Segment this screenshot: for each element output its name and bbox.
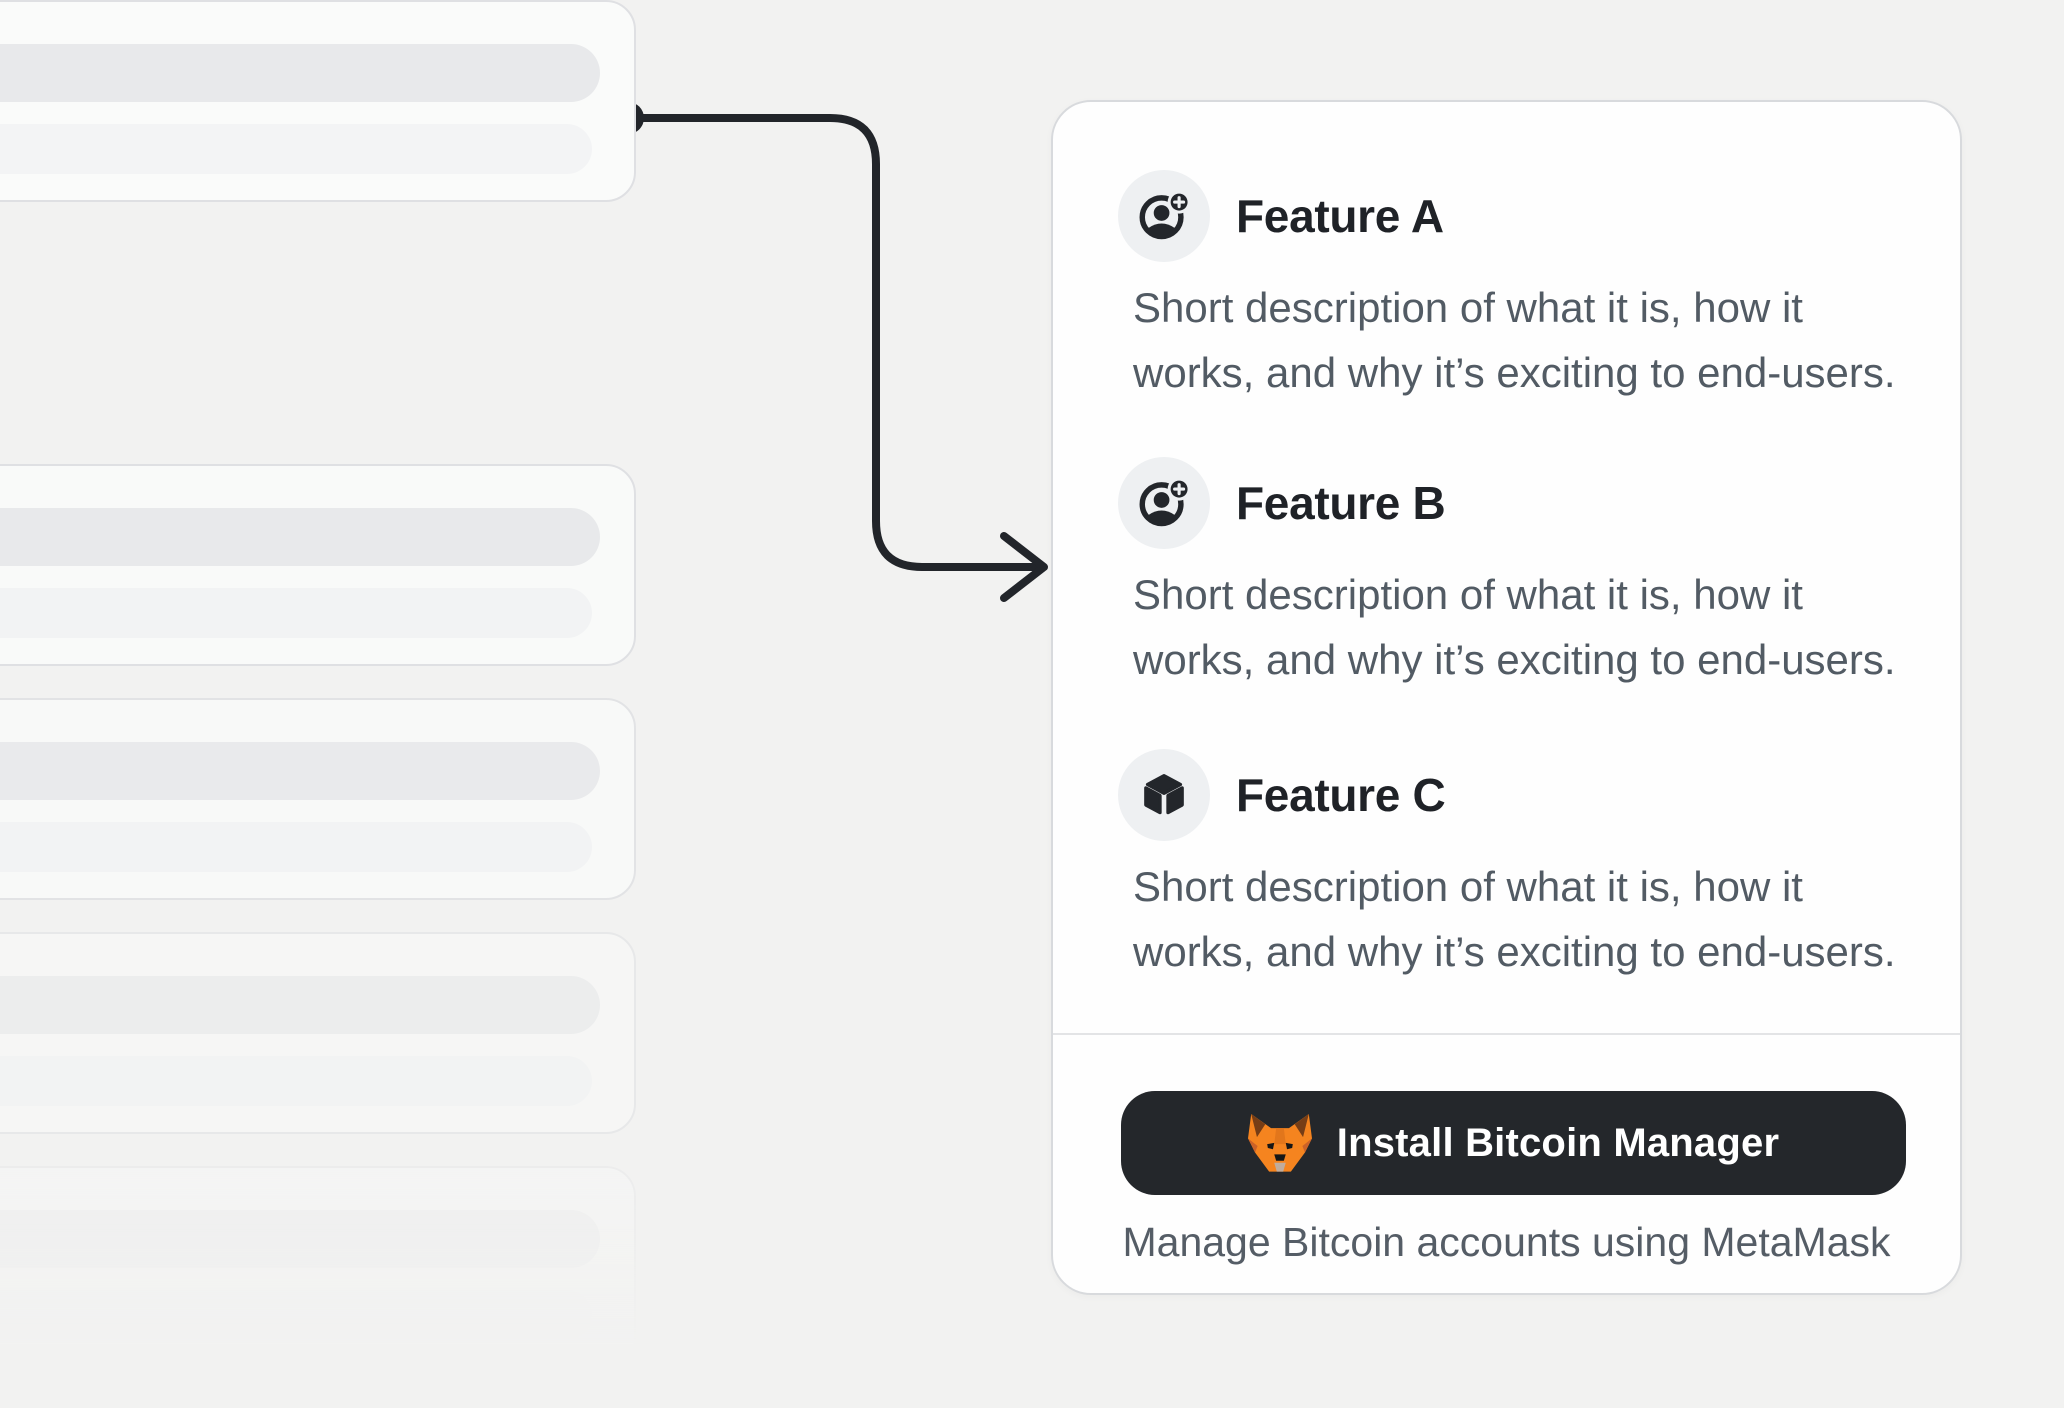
divider bbox=[1053, 1033, 1960, 1035]
user-add-icon bbox=[1139, 190, 1191, 240]
feature-title: Feature B bbox=[1236, 477, 1446, 529]
feature-section-c: Feature C Short description of what it i… bbox=[1053, 749, 1960, 984]
feature-title: Feature A bbox=[1236, 190, 1444, 242]
feature-a-icon-circle bbox=[1118, 170, 1210, 262]
install-bitcoin-manager-button[interactable]: Install Bitcoin Manager bbox=[1121, 1091, 1906, 1195]
feature-section-b: Feature B Short description of what it i… bbox=[1053, 457, 1960, 692]
skeleton-card bbox=[0, 932, 636, 1134]
feature-section-a: Feature A Short description of what it i… bbox=[1053, 170, 1960, 405]
cube-icon bbox=[1144, 774, 1184, 815]
skeleton-card bbox=[0, 1166, 636, 1368]
feature-description: Short description of what it is, how it … bbox=[1133, 284, 1896, 396]
skeleton-line bbox=[0, 976, 600, 1034]
arrowhead-icon bbox=[1000, 532, 1048, 602]
skeleton-line bbox=[0, 124, 592, 174]
skeleton-line bbox=[0, 822, 592, 872]
skeleton-line bbox=[0, 588, 592, 638]
metamask-fox-icon bbox=[1247, 1113, 1312, 1172]
skeleton-line bbox=[0, 508, 600, 566]
skeleton-line bbox=[0, 1290, 592, 1340]
features-card: Feature A Short description of what it i… bbox=[1051, 100, 1962, 1295]
skeleton-line bbox=[0, 1056, 592, 1106]
skeleton-line bbox=[0, 44, 600, 102]
skeleton-card bbox=[0, 0, 636, 202]
feature-c-icon-circle bbox=[1118, 749, 1210, 841]
skeleton-card bbox=[0, 464, 636, 666]
skeleton-line bbox=[0, 742, 600, 800]
install-button-label: Install Bitcoin Manager bbox=[1336, 1120, 1780, 1165]
install-caption: Manage Bitcoin accounts using MetaMask bbox=[1122, 1219, 1891, 1265]
connector-line bbox=[624, 114, 1040, 571]
feature-title: Feature C bbox=[1236, 769, 1446, 821]
feature-description: Short description of what it is, how it … bbox=[1133, 571, 1896, 683]
skeleton-card bbox=[0, 698, 636, 900]
user-add-icon bbox=[1139, 477, 1191, 527]
feature-description: Short description of what it is, how it … bbox=[1133, 863, 1896, 975]
feature-b-icon-circle bbox=[1118, 457, 1210, 549]
skeleton-line bbox=[0, 1210, 600, 1268]
